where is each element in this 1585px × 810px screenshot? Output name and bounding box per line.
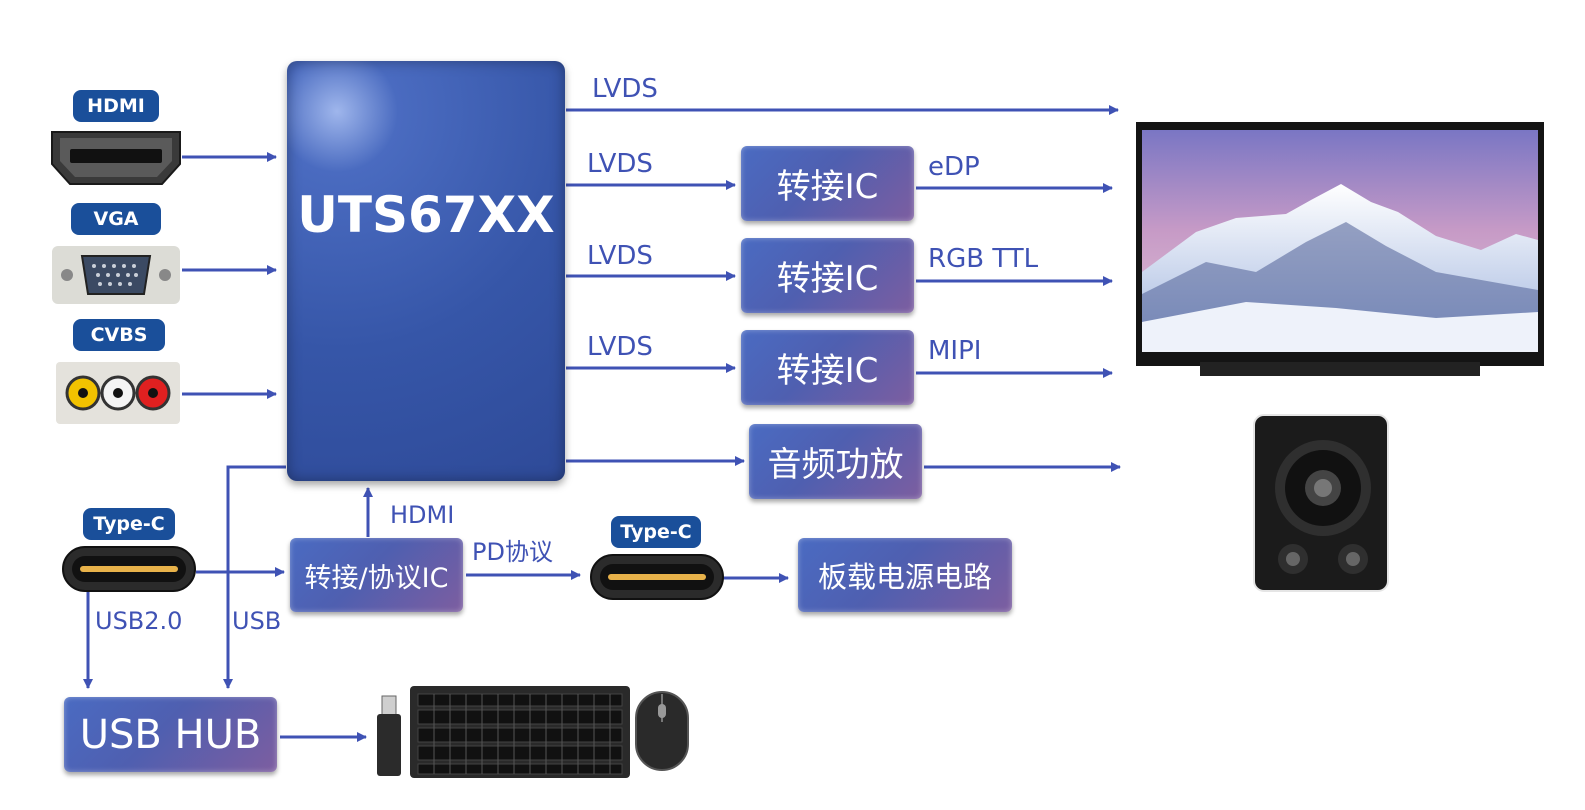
typec-port-icon bbox=[62, 546, 196, 592]
hdmi-tag: HDMI bbox=[73, 90, 159, 122]
bridge-ic-box-2: 转接IC bbox=[741, 238, 914, 313]
usb-label: USB bbox=[232, 607, 282, 635]
keyboard-icon bbox=[410, 686, 630, 778]
cvbs-tag: CVBS bbox=[73, 319, 165, 351]
edp-label: eDP bbox=[928, 152, 980, 182]
bridge-ic-box-3: 转接IC bbox=[741, 330, 914, 405]
mipi-label: MIPI bbox=[928, 336, 982, 366]
hdmi-up-label: HDMI bbox=[390, 501, 455, 529]
pd-protocol-label: PD协议 bbox=[472, 538, 553, 566]
cvbs-port-icon bbox=[56, 362, 180, 424]
protocol-ic-box: 转接/协议IC bbox=[290, 538, 463, 612]
audio-amp-box: 音频功放 bbox=[749, 424, 922, 499]
bridge-ic-box-1: 转接IC bbox=[741, 146, 914, 221]
hdmi-port-icon bbox=[51, 131, 181, 185]
usb-dongle-icon bbox=[377, 695, 401, 776]
mouse-icon bbox=[635, 691, 689, 771]
main-chip: UTS67XX bbox=[287, 61, 565, 481]
lvds2-label: LVDS bbox=[587, 241, 653, 271]
rgb-ttl-label: RGB TTL bbox=[928, 244, 1039, 274]
lvds1-label: LVDS bbox=[587, 149, 653, 179]
vga-port-icon bbox=[52, 246, 180, 304]
usb20-label: USB2.0 bbox=[95, 607, 183, 635]
display-panel-icon bbox=[1136, 122, 1544, 376]
power-circuit-box: 板载电源电路 bbox=[798, 538, 1012, 612]
typec-out-port-icon bbox=[590, 554, 724, 600]
typec-out-tag: Type-C bbox=[611, 516, 701, 548]
typec-tag: Type-C bbox=[83, 508, 175, 540]
speaker-icon bbox=[1253, 414, 1389, 592]
usb-line bbox=[223, 465, 286, 689]
lvds-direct-label: LVDS bbox=[592, 74, 658, 104]
lvds3-label: LVDS bbox=[587, 332, 653, 362]
vga-tag: VGA bbox=[71, 203, 161, 235]
usb-hub-box: USB HUB bbox=[64, 697, 277, 772]
